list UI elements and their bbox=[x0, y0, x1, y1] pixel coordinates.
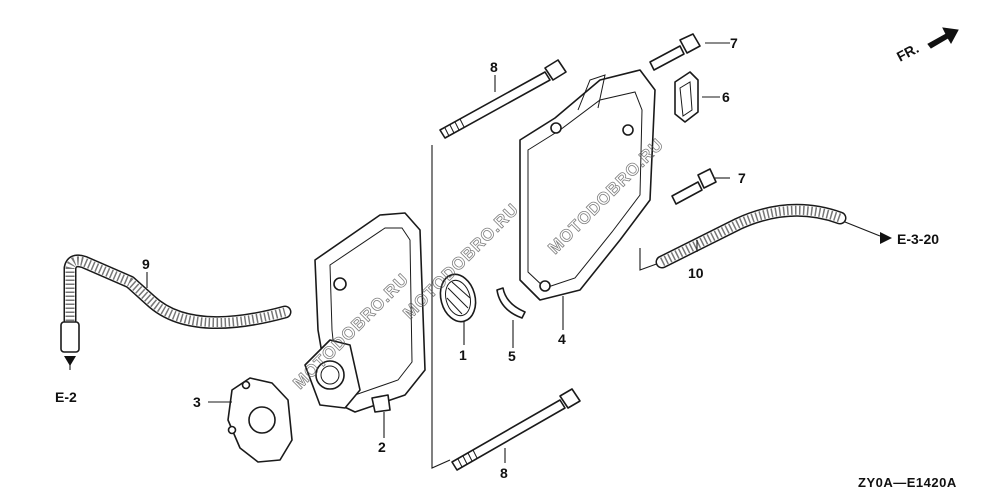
grommet bbox=[674, 71, 699, 123]
muffler-cover bbox=[519, 69, 656, 301]
front-arrow-icon bbox=[927, 27, 959, 49]
callout-3: 3 bbox=[193, 394, 201, 410]
front-direction-indicator: FR. bbox=[894, 27, 959, 65]
drawing-code: ZY0A—E1420A bbox=[858, 475, 957, 490]
filter-screen bbox=[439, 273, 477, 323]
cross-references: E-2 E-3-20 bbox=[55, 231, 939, 405]
reference-e2: E-2 bbox=[55, 389, 77, 405]
callout-5: 5 bbox=[508, 348, 516, 364]
flange-bolt-lower bbox=[671, 168, 717, 205]
callout-6: 6 bbox=[722, 89, 730, 105]
front-label: FR. bbox=[894, 40, 921, 65]
arrow-right-icon bbox=[880, 232, 892, 244]
callout-8-top: 8 bbox=[490, 59, 498, 75]
air-cleaner-case bbox=[304, 212, 426, 413]
bolt-bottom bbox=[451, 388, 581, 471]
flange-bolt-upper bbox=[649, 33, 701, 71]
reference-e3-20: E-3-20 bbox=[897, 231, 939, 247]
callout-8-bottom: 8 bbox=[500, 465, 508, 481]
callout-9: 9 bbox=[142, 256, 150, 272]
callout-1: 1 bbox=[459, 347, 467, 363]
callout-2: 2 bbox=[378, 439, 386, 455]
callout-10: 10 bbox=[688, 265, 704, 281]
callout-7-bottom: 7 bbox=[738, 170, 746, 186]
callout-4: 4 bbox=[558, 331, 566, 347]
assembly-line-right bbox=[639, 248, 663, 271]
callout-7-top: 7 bbox=[730, 35, 738, 51]
assembly-line-left bbox=[431, 145, 451, 469]
drain-tube bbox=[655, 203, 847, 269]
arrow-down-icon bbox=[64, 356, 76, 366]
clip bbox=[496, 287, 526, 319]
gasket bbox=[227, 377, 293, 463]
breather-tube bbox=[60, 254, 292, 353]
leader-lines bbox=[69, 42, 881, 463]
bolt-top bbox=[439, 59, 567, 139]
callouts: 8 7 6 7 9 3 2 1 5 4 10 8 bbox=[142, 35, 746, 481]
